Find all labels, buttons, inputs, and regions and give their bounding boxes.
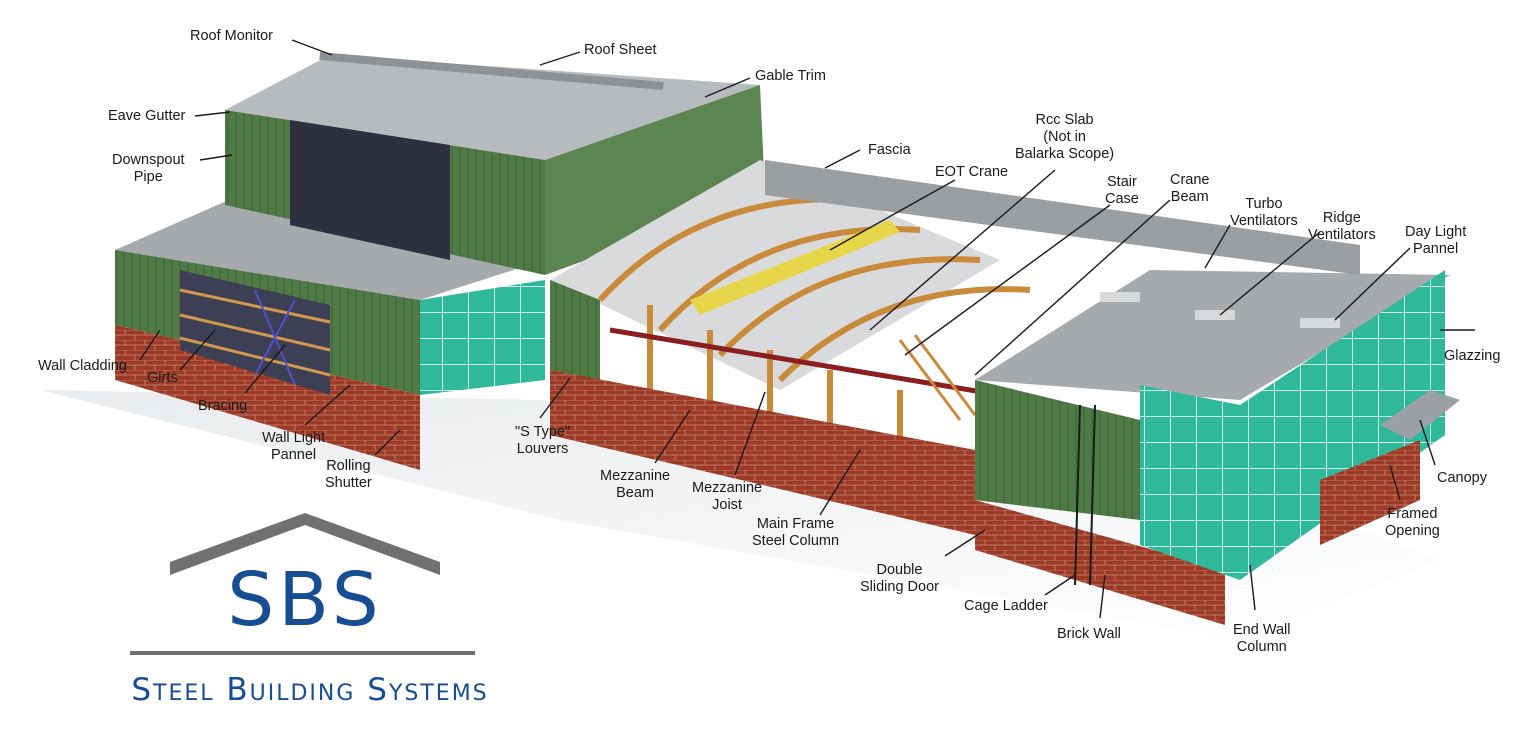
label-wall-cladding: Wall Cladding — [38, 358, 127, 374]
label-fascia: Fascia — [868, 142, 911, 158]
girts-lines — [179, 288, 331, 377]
eot-crane-girder — [690, 220, 900, 315]
framed-opening-brick — [1320, 440, 1420, 545]
left-wing-roof — [115, 195, 560, 300]
right-block-front-wall — [975, 380, 1140, 520]
bracing-cross — [254, 289, 296, 386]
glazing-side — [1240, 270, 1445, 580]
label-s-type-louvers: "S Type"Louvers — [515, 424, 571, 457]
label-gable-trim: Gable Trim — [755, 68, 826, 84]
middle-front-wall — [550, 280, 600, 380]
ridge-ventilators-units — [1100, 292, 1340, 328]
tall-block-open-bay — [290, 120, 450, 260]
label-roof-monitor: Roof Monitor — [190, 28, 274, 44]
label-glazzing: Glazzing — [1444, 348, 1501, 364]
right-block-roof — [975, 270, 1450, 400]
label-brick-wall: Brick Wall — [1057, 626, 1121, 642]
label-eot-crane: EOT Crane — [935, 164, 1009, 180]
tall-block-side-wall — [545, 85, 765, 275]
label-canopy: Canopy — [1437, 470, 1487, 486]
cage-ladder-rails — [1074, 404, 1096, 586]
middle-brick-wall — [550, 370, 975, 535]
leader-lines — [139, 39, 1475, 619]
roof-monitor-ridge — [319, 52, 664, 91]
label-roof-sheet: Roof Sheet — [584, 42, 657, 58]
stair-case-steps — [898, 334, 977, 421]
label-eave-gutter: Eave Gutter — [108, 108, 186, 124]
label-cage-ladder: Cage Ladder — [964, 598, 1048, 614]
right-block-parapet — [765, 160, 1360, 275]
left-wing-brick-wall — [115, 325, 420, 470]
canopy-shape — [1380, 390, 1460, 440]
label-girts: Girts — [147, 370, 178, 386]
logo-underline — [130, 651, 475, 655]
label-bracing: Bracing — [198, 398, 248, 414]
right-block-brick-wall — [975, 500, 1225, 625]
logo-roof-mark — [170, 513, 440, 575]
logo-tagline: Steel Building Systems — [131, 672, 489, 708]
logo-sbs-mark: SBS — [227, 557, 383, 643]
glazing-front — [1140, 385, 1240, 580]
left-wing-glazing — [420, 280, 545, 395]
